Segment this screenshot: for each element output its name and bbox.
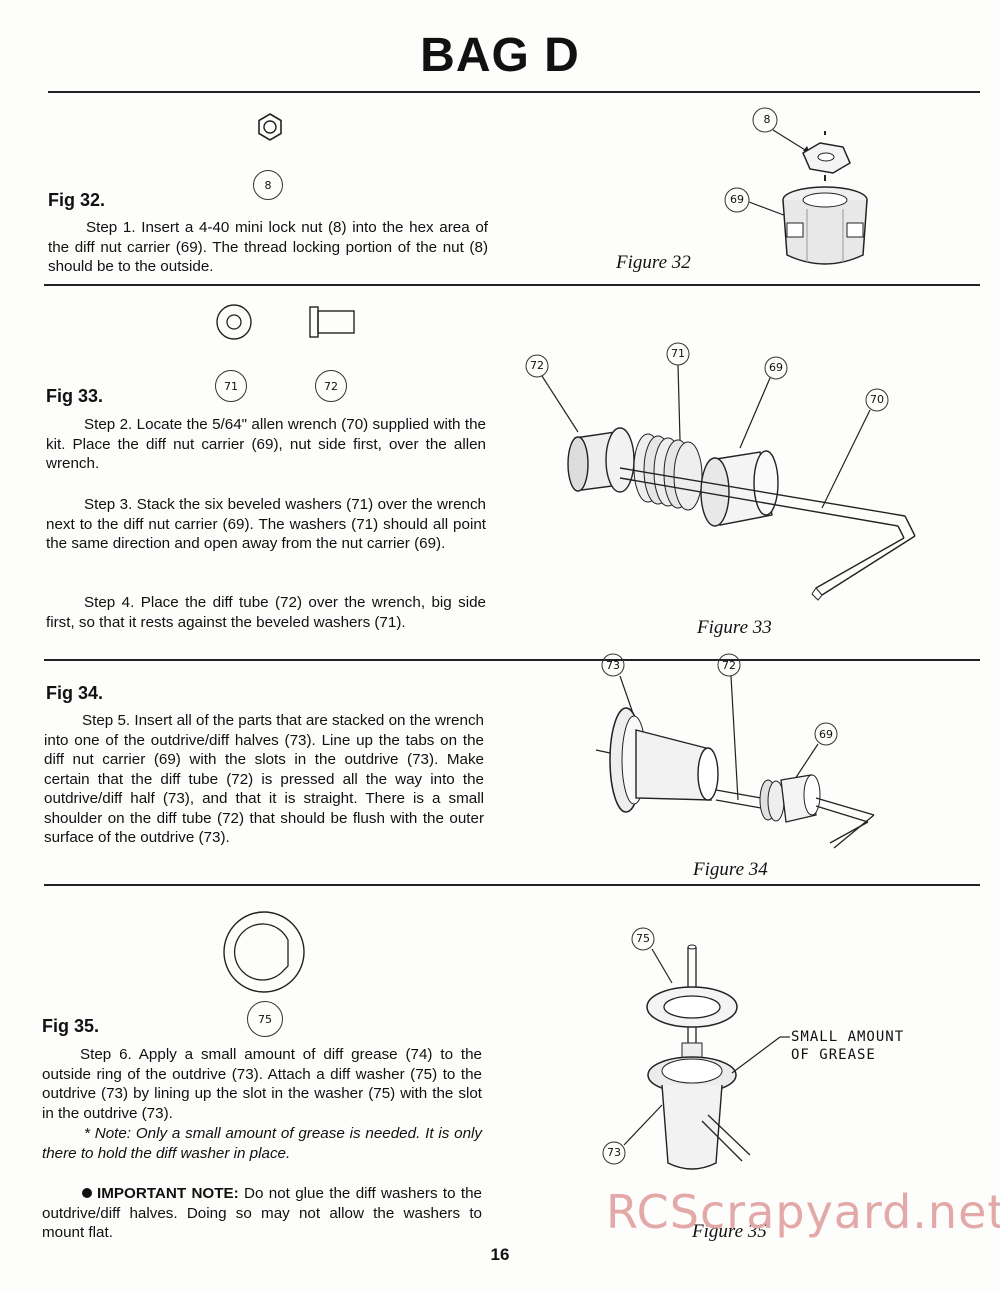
figure-34-caption: Figure 34 xyxy=(693,859,768,880)
figure-33-caption: Figure 33 xyxy=(697,617,772,638)
figure-35-illustration xyxy=(602,927,790,1170)
grease-label-line-1: SMALL AMOUNT xyxy=(791,1029,905,1045)
figure-32-illustration xyxy=(724,107,868,265)
fig-33-step-3: Step 3. Stack the six beveled washers (7… xyxy=(46,496,486,552)
figure-32-callout-69: 69 xyxy=(730,193,744,206)
figure-35-callout-75: 75 xyxy=(636,932,650,945)
divider xyxy=(48,91,980,93)
fig-35-heading: Fig 35. xyxy=(42,1016,100,1036)
divider xyxy=(44,884,980,886)
diff-tube-part-icon xyxy=(309,306,355,338)
fig-33-step-2: Step 2. Locate the 5/64" allen wrench (7… xyxy=(46,416,486,472)
part-callout-72: 72 xyxy=(315,370,347,402)
fig-35-note: * Note: Only a small amount of grease is… xyxy=(42,1125,482,1162)
figure-34-callout-69: 69 xyxy=(819,728,833,741)
figure-33-callout-69: 69 xyxy=(769,361,783,374)
figure-34-callout-72: 72 xyxy=(722,659,736,672)
grease-label-line-2: OF GREASE xyxy=(791,1047,876,1063)
figure-33-callout-72: 72 xyxy=(530,359,544,372)
divider xyxy=(44,659,980,661)
fig-35-step-6: Step 6. Apply a small amount of diff gre… xyxy=(42,1046,482,1122)
divider xyxy=(44,284,980,286)
fig-32-step-1: Step 1. Insert a 4-40 mini lock nut (8) … xyxy=(48,219,488,275)
important-bullet-icon xyxy=(82,1188,92,1198)
beveled-washer-part-icon xyxy=(216,304,252,340)
figure-33-illustration xyxy=(525,342,916,601)
fig-34-heading: Fig 34. xyxy=(46,683,104,703)
fig-34-step-5: Step 5. Insert all of the parts that are… xyxy=(44,712,484,846)
fig-32-heading: Fig 32. xyxy=(48,190,106,210)
page-title: BAG D xyxy=(420,29,580,82)
figure-35-caption: Figure 35 xyxy=(692,1221,767,1242)
fig-33-heading: Fig 33. xyxy=(46,386,104,406)
part-callout-75: 75 xyxy=(247,1001,283,1037)
figure-33-callout-70: 70 xyxy=(870,393,884,406)
watermark: RCScrapyard.net xyxy=(606,1185,1000,1239)
diff-washer-part-icon xyxy=(223,911,305,993)
part-callout-8: 8 xyxy=(253,170,283,200)
figure-32-callout-8: 8 xyxy=(763,113,771,126)
page-number: 16 xyxy=(490,1245,510,1264)
figure-32-caption: Figure 32 xyxy=(616,252,691,273)
figure-33-callout-71: 71 xyxy=(671,347,685,360)
part-callout-71: 71 xyxy=(215,370,247,402)
figure-34-callout-73: 73 xyxy=(606,659,620,672)
fig-35-important-note: IMPORTANT NOTE: Do not glue the diff was… xyxy=(42,1185,482,1241)
grease-label: SMALL AMOUNT OF GREASE xyxy=(791,1028,904,1064)
figure-35-callout-73: 73 xyxy=(607,1146,621,1159)
figure-34-illustration xyxy=(595,653,875,849)
lock-nut-part-icon xyxy=(258,113,282,141)
fig-33-step-4: Step 4. Place the diff tube (72) over th… xyxy=(46,594,486,631)
